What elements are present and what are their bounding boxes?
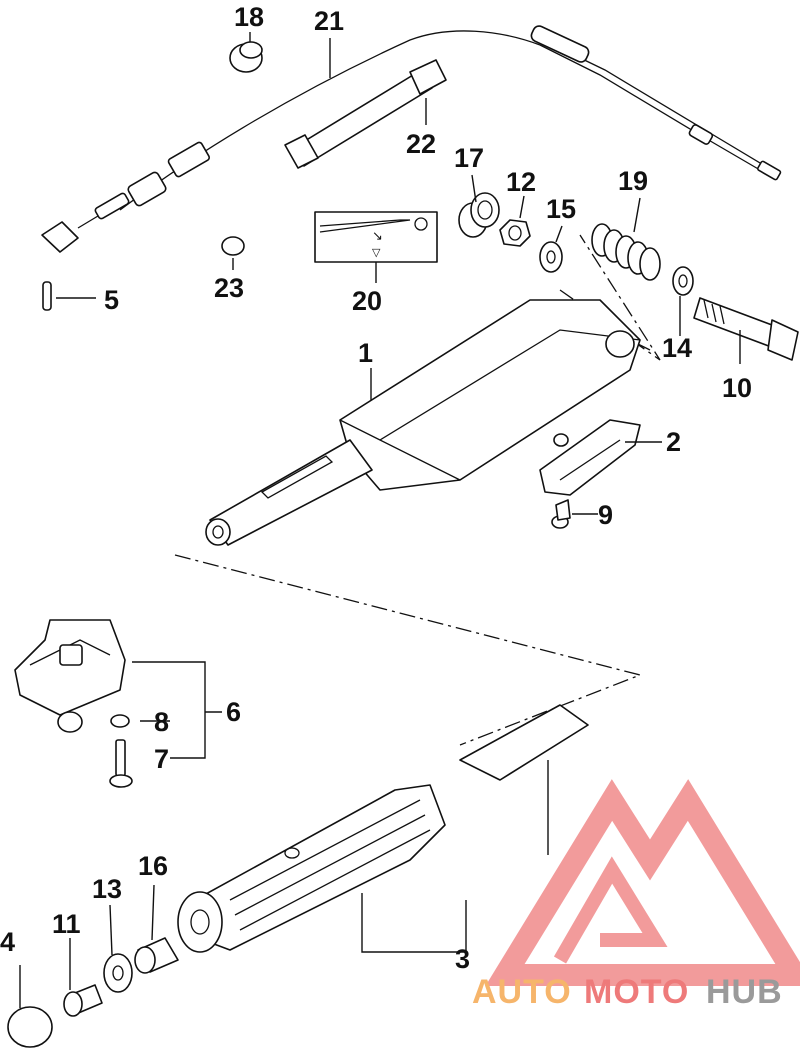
watermark-word-moto: MOTO — [584, 973, 689, 1011]
callout-20: 20 — [352, 286, 382, 316]
callout-3: 3 — [455, 944, 470, 974]
pivot-bolt — [693, 297, 799, 361]
throttle-rod — [284, 59, 447, 169]
decal-arrow-symbol: ↘ — [372, 228, 383, 243]
callout-15: 15 — [546, 194, 576, 224]
callout-17: 17 — [454, 143, 484, 173]
screw-9 — [551, 499, 571, 529]
watermark-word-auto: AUTO — [472, 973, 572, 1011]
watermark-word-hub: HUB — [706, 973, 783, 1011]
washer-8 — [110, 714, 130, 728]
callout-14: 14 — [662, 333, 692, 363]
tiller-bracket — [539, 419, 641, 496]
bushing — [221, 236, 245, 256]
callout-13: 13 — [92, 874, 122, 904]
callout-9: 9 — [598, 500, 613, 530]
callout-11: 11 — [52, 909, 81, 939]
callout-10: 10 — [722, 373, 752, 403]
washer-13 — [103, 953, 133, 993]
callout-7: 7 — [154, 744, 169, 774]
assembly-axis-lower — [174, 554, 643, 746]
callout-12: 12 — [506, 167, 536, 197]
callout-19: 19 — [618, 166, 648, 196]
leader-lines — [19, 32, 741, 1008]
watermark-logo — [485, 779, 800, 986]
throttle-grip — [177, 704, 589, 953]
callout-bracket-6 — [132, 661, 222, 759]
callout-8: 8 — [154, 707, 169, 737]
callout-4: 4 — [0, 927, 15, 957]
callout-23: 23 — [214, 273, 244, 303]
friction-spring — [591, 223, 661, 281]
callout-22: 22 — [406, 129, 436, 159]
throttle-cable — [41, 25, 782, 253]
callout-18: 18 — [234, 2, 264, 32]
watermark-wordmark: AUTO MOTO HUB — [472, 973, 783, 1011]
pin — [42, 281, 52, 311]
washer-14 — [672, 266, 694, 296]
sleeve — [458, 192, 500, 238]
callout-16: 16 — [138, 851, 168, 881]
decal-triangle-symbol: ▽ — [372, 247, 381, 259]
tiller-arm — [205, 299, 641, 546]
screw-7 — [109, 739, 133, 788]
friction-block — [14, 619, 126, 733]
end-cap — [7, 1006, 53, 1048]
callout-1: 1 — [358, 338, 373, 368]
nut — [499, 219, 531, 247]
callout-6: 6 — [226, 697, 241, 727]
grip-sleeve — [134, 937, 179, 974]
washer-15 — [539, 241, 563, 273]
grommet — [229, 41, 263, 73]
grip-screw — [63, 984, 103, 1017]
callout-5: 5 — [104, 285, 119, 315]
callout-21: 21 — [314, 6, 344, 36]
decal: ↘ ▽ — [314, 211, 438, 283]
callout-2: 2 — [666, 427, 681, 457]
